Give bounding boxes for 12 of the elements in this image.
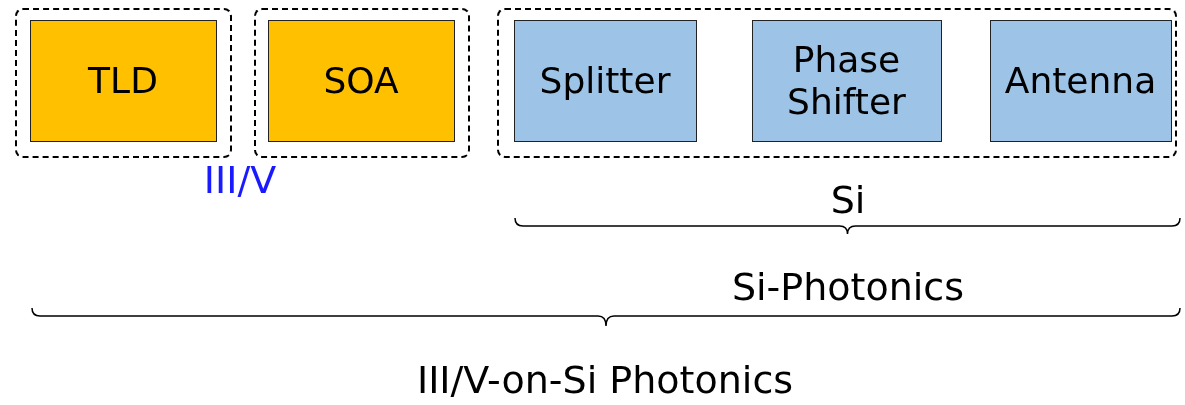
component-box: Antenna [989,19,1172,142]
dashed-group-box [497,8,1177,158]
group-label: Si-Photonics [731,268,965,306]
group-label: III/V [203,161,277,199]
component-box: TLD [29,19,217,142]
group-label: III/V-on-Si Photonics [416,361,794,399]
component-box: SOA [267,19,455,142]
component-box: Phase Shifter [751,19,942,142]
dashed-group-box [254,8,470,158]
component-box: Splitter [513,19,697,142]
group-label: Si [830,181,866,219]
dashed-group-box [15,8,232,158]
